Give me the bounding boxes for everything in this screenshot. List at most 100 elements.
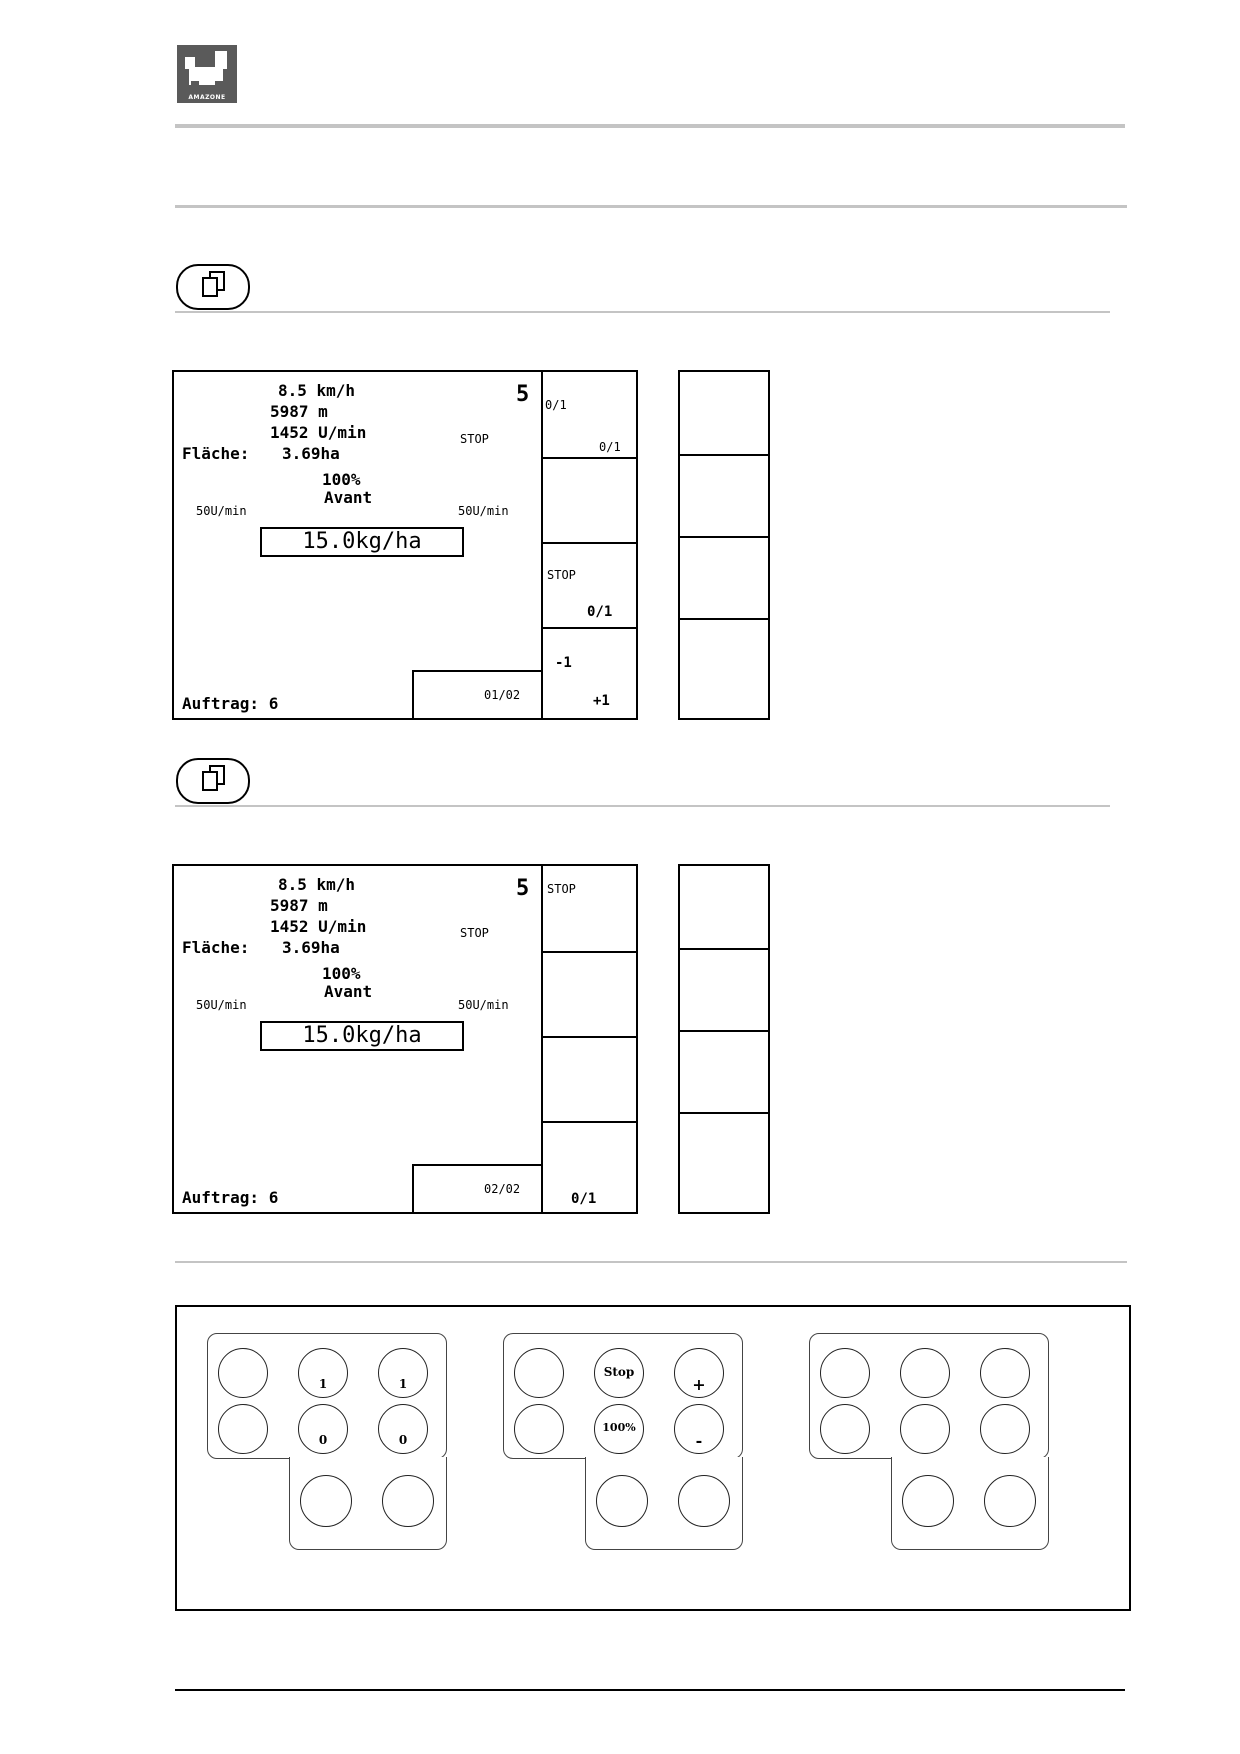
- keypad-1-button-6[interactable]: 0: [378, 1404, 428, 1454]
- tramline-count: 5: [516, 876, 530, 901]
- stop-label: STOP: [460, 432, 489, 446]
- keypad-2-button-1[interactable]: [514, 1348, 564, 1398]
- footer-rule: [175, 1689, 1125, 1691]
- key-cell: [680, 618, 768, 718]
- fan-right-rpm: 50U/min: [458, 998, 509, 1012]
- softkey-4b-label: +1: [593, 693, 610, 709]
- page-number: 01/02: [484, 688, 521, 702]
- softkey-column: STOP 0/1: [541, 866, 636, 1212]
- job-label: Auftrag: 6: [182, 1188, 279, 1207]
- page-indicator: 01/02: [412, 670, 541, 718]
- softkey-1b-label: 0/1: [599, 440, 621, 454]
- key-cell: [680, 372, 768, 456]
- softkey-3[interactable]: STOP 0/1: [542, 541, 636, 629]
- key-cell: [680, 1030, 768, 1114]
- fan-left-rpm: 50U/min: [196, 998, 247, 1012]
- softkey-3b-label: 0/1: [587, 604, 613, 620]
- tramline-count: 5: [516, 382, 530, 407]
- keypad-3-main: [809, 1333, 1049, 1459]
- speed-value: 8.5 km/h: [278, 875, 356, 894]
- keypad-1-main: 1 1 0 0: [207, 1333, 447, 1459]
- page-number: 02/02: [484, 1182, 521, 1196]
- softkey-4[interactable]: -1 +1: [542, 626, 636, 718]
- softkey-1a-label: STOP: [547, 882, 576, 896]
- softkey-2[interactable]: [542, 950, 636, 1038]
- terminal-screen-1: 8.5 km/h 5987 m 1452 U/min Fläche: 3.69h…: [172, 370, 638, 720]
- keypad-3-button-5[interactable]: [900, 1404, 950, 1454]
- sowing-mode: Avant: [324, 488, 373, 507]
- section-rule: [175, 1261, 1127, 1263]
- job-label: Auftrag: 6: [182, 694, 279, 713]
- sowing-mode: Avant: [324, 982, 373, 1001]
- softkey-2[interactable]: [542, 456, 636, 544]
- keypad-3-button-2[interactable]: [900, 1348, 950, 1398]
- softkey-3a-label: STOP: [547, 568, 576, 582]
- page-switch-button[interactable]: [176, 264, 250, 310]
- keypad-1-button-3-label: 1: [398, 1377, 408, 1391]
- keypad-3-extension-button-1[interactable]: [902, 1475, 954, 1527]
- keypad-1-button-4[interactable]: [218, 1404, 268, 1454]
- keypad-1-button-5-label: 0: [318, 1433, 328, 1447]
- keypad-2-main: Stop + 100% -: [503, 1333, 743, 1459]
- keypad-1-button-3[interactable]: 1: [378, 1348, 428, 1398]
- softkey-3[interactable]: [543, 1036, 636, 1123]
- speed-value: 8.5 km/h: [278, 381, 356, 400]
- keypad-3-extension-button-2[interactable]: [984, 1475, 1036, 1527]
- header-rule: [175, 124, 1125, 128]
- keypad-3-button-3[interactable]: [980, 1348, 1030, 1398]
- key-cell: [680, 1112, 768, 1212]
- pages-icon: [202, 765, 225, 791]
- tractor-icon: [185, 51, 227, 91]
- softkey-column: 0/1 0/1 STOP 0/1: [541, 372, 636, 718]
- softkey-4-label: 0/1: [571, 1191, 597, 1207]
- area-value: 3.69ha: [282, 444, 340, 463]
- keypad-2-button-2[interactable]: Stop: [594, 1348, 644, 1398]
- amazone-logo: AMAZONE: [177, 45, 237, 103]
- fan-right-rpm: 50U/min: [458, 504, 509, 518]
- keypad-2-button-3-label: +: [692, 1375, 706, 1394]
- softkey-1[interactable]: STOP: [542, 866, 636, 953]
- keypad-3-button-6[interactable]: [980, 1404, 1030, 1454]
- keypad-2-button-6-label: -: [695, 1431, 703, 1450]
- keypad-1-extension-button-2[interactable]: [382, 1475, 434, 1527]
- keypad-2-button-4[interactable]: [514, 1404, 564, 1454]
- section-rule: [175, 205, 1127, 208]
- keypad-2-button-3[interactable]: +: [674, 1348, 724, 1398]
- distance-value: 5987 m: [270, 402, 328, 421]
- terminal-screen-2: 8.5 km/h 5987 m 1452 U/min Fläche: 3.69h…: [172, 864, 638, 1214]
- area-label: Fläche:: [182, 938, 250, 957]
- distance-value: 5987 m: [270, 896, 328, 915]
- keypad-1-extension-button-1[interactable]: [300, 1475, 352, 1527]
- pages-icon: [202, 271, 225, 297]
- page-indicator: 02/02: [412, 1164, 541, 1212]
- fan-left-rpm: 50U/min: [196, 504, 247, 518]
- keypad-3-button-4[interactable]: [820, 1404, 870, 1454]
- keypad-1-button-1[interactable]: [218, 1348, 268, 1398]
- keypad-1-button-5[interactable]: 0: [298, 1404, 348, 1454]
- stop-label: STOP: [460, 926, 489, 940]
- softkey-4[interactable]: 0/1: [543, 1121, 636, 1212]
- keypad-2-extension: [585, 1457, 743, 1550]
- keypad-3-button-1[interactable]: [820, 1348, 870, 1398]
- keypad-2-button-6[interactable]: -: [674, 1404, 724, 1454]
- softkey-1[interactable]: 0/1 0/1: [542, 372, 636, 459]
- area-value: 3.69ha: [282, 938, 340, 957]
- key-legend-1: [678, 370, 770, 720]
- softkey-1a-label: 0/1: [545, 398, 567, 412]
- increase-button[interactable]: [678, 1475, 730, 1527]
- keypad-3-extension: [891, 1457, 1049, 1550]
- key-cell: [679, 453, 769, 538]
- keypad-2-button-2-label: Stop: [603, 1365, 635, 1379]
- page-switch-button[interactable]: [176, 758, 250, 804]
- keypad-2-button-5-label: 100%: [602, 1421, 636, 1434]
- key-cell: [680, 536, 768, 620]
- keypad-2-button-5[interactable]: 100%: [594, 1404, 644, 1454]
- decrease-button[interactable]: [596, 1475, 648, 1527]
- keypad-1-button-2[interactable]: 1: [298, 1348, 348, 1398]
- keypad-overview: 1 1 0 0 Stop +: [175, 1305, 1131, 1611]
- keypad-1-button-6-label: 0: [398, 1433, 408, 1447]
- key-cell: [679, 947, 769, 1032]
- section-rule: [175, 311, 1110, 313]
- keypad-1-extension: [289, 1457, 447, 1550]
- keypad-1-button-2-label: 1: [318, 1377, 328, 1391]
